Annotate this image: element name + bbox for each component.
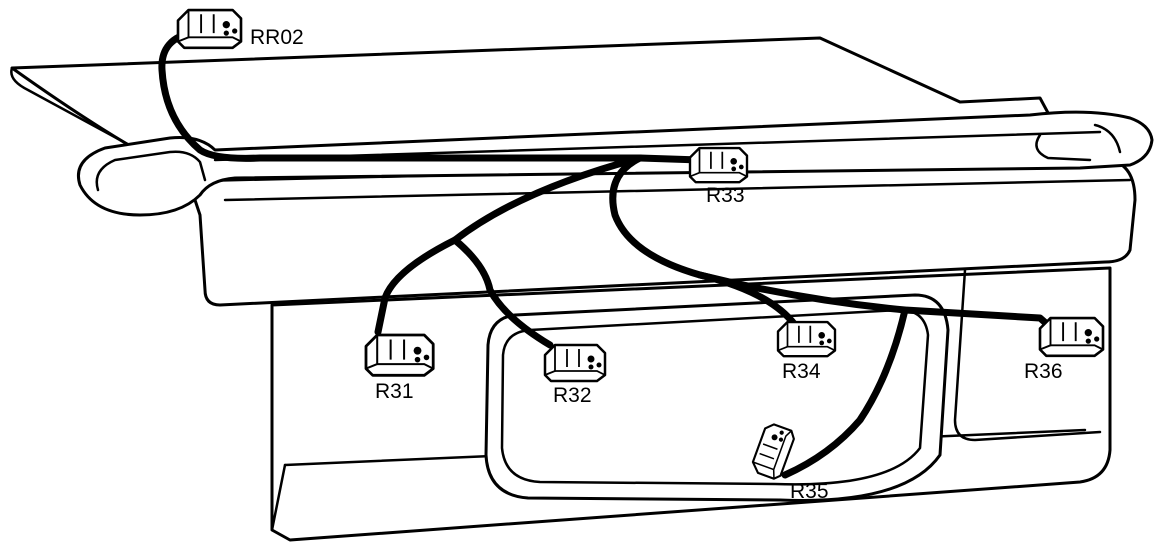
label-r36: R36	[1024, 360, 1063, 383]
label-r33: R33	[706, 184, 745, 207]
label-r35: R35	[790, 480, 829, 503]
wiring-harness	[158, 28, 1052, 479]
label-r32: R32	[553, 384, 592, 407]
label-r31: R31	[375, 380, 414, 403]
label-r34: R34	[782, 360, 821, 383]
connector-r31	[364, 333, 435, 377]
connector-r32	[543, 343, 607, 383]
connector-rr02	[176, 8, 243, 50]
connector-r36	[1038, 316, 1105, 358]
connector-r33	[688, 146, 749, 184]
label-rr02: RR02	[250, 26, 304, 49]
connector-r34	[776, 320, 837, 358]
